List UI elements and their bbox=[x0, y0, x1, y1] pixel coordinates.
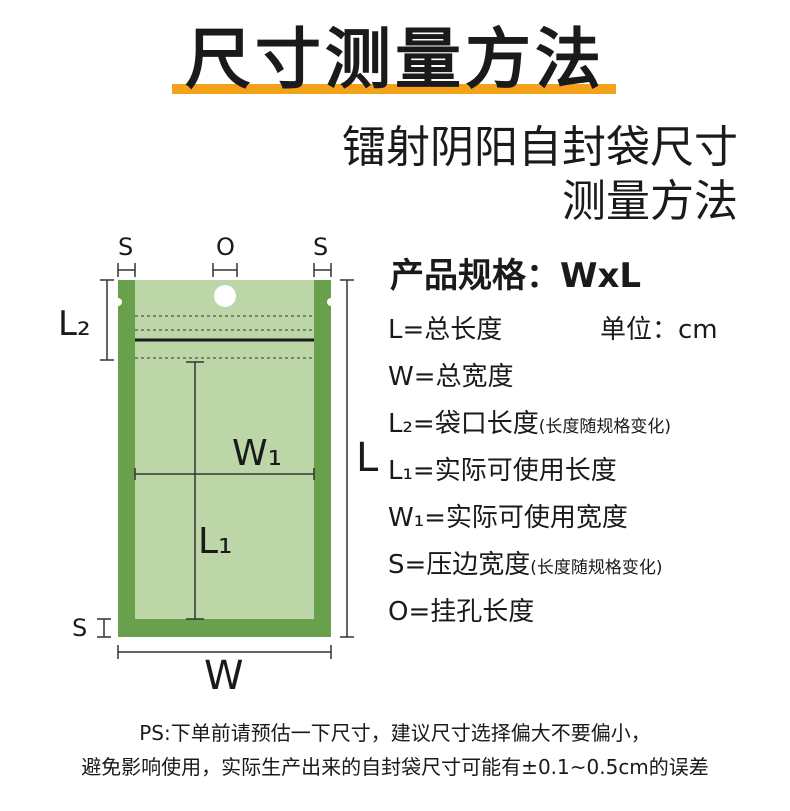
title-underline bbox=[172, 84, 616, 94]
page-title: 尺寸测量方法 bbox=[185, 21, 605, 98]
legend-item: W=总宽度 bbox=[388, 362, 514, 392]
label-s-right: S bbox=[313, 233, 329, 261]
legend-item: L=总长度 bbox=[388, 315, 503, 345]
subtitle-line-1: 镭射阴阳自封袋尺寸 bbox=[342, 122, 738, 173]
unit-label: 单位：cm bbox=[600, 315, 718, 345]
label-o: O bbox=[216, 233, 235, 261]
legend-item: W₁=实际可使用宽度 bbox=[388, 503, 628, 533]
footnote-line-2: 避免影响使用，实际生产出来的自封袋尺寸可能有±0.1~0.5cm的误差 bbox=[81, 755, 709, 779]
product-spec: 产品规格：WxL bbox=[390, 256, 642, 296]
hang-hole bbox=[214, 285, 236, 307]
legend-item: L₂=袋口长度(长度随规格变化) bbox=[388, 409, 671, 439]
right-notch bbox=[327, 298, 335, 306]
footnote-line-1: PS:下单前请预估一下尺寸，建议尺寸选择偏大不要偏小， bbox=[139, 721, 651, 745]
label-w1: W₁ bbox=[232, 433, 283, 474]
legend-item: L₁=实际可使用长度 bbox=[388, 456, 617, 486]
label-l: L bbox=[356, 435, 379, 481]
left-notch bbox=[114, 298, 122, 306]
subtitle-line-2: 测量方法 bbox=[562, 176, 738, 227]
label-l1: L₁ bbox=[198, 521, 233, 562]
label-l2: L₂ bbox=[58, 304, 91, 344]
label-s-left: S bbox=[118, 233, 134, 261]
label-s-bottom: S bbox=[72, 614, 88, 642]
legend-item: O=挂孔长度 bbox=[388, 597, 535, 627]
legend-item: S=压边宽度(长度随规格变化) bbox=[388, 550, 663, 580]
label-w: W bbox=[204, 653, 244, 699]
bag-inner bbox=[135, 280, 314, 619]
